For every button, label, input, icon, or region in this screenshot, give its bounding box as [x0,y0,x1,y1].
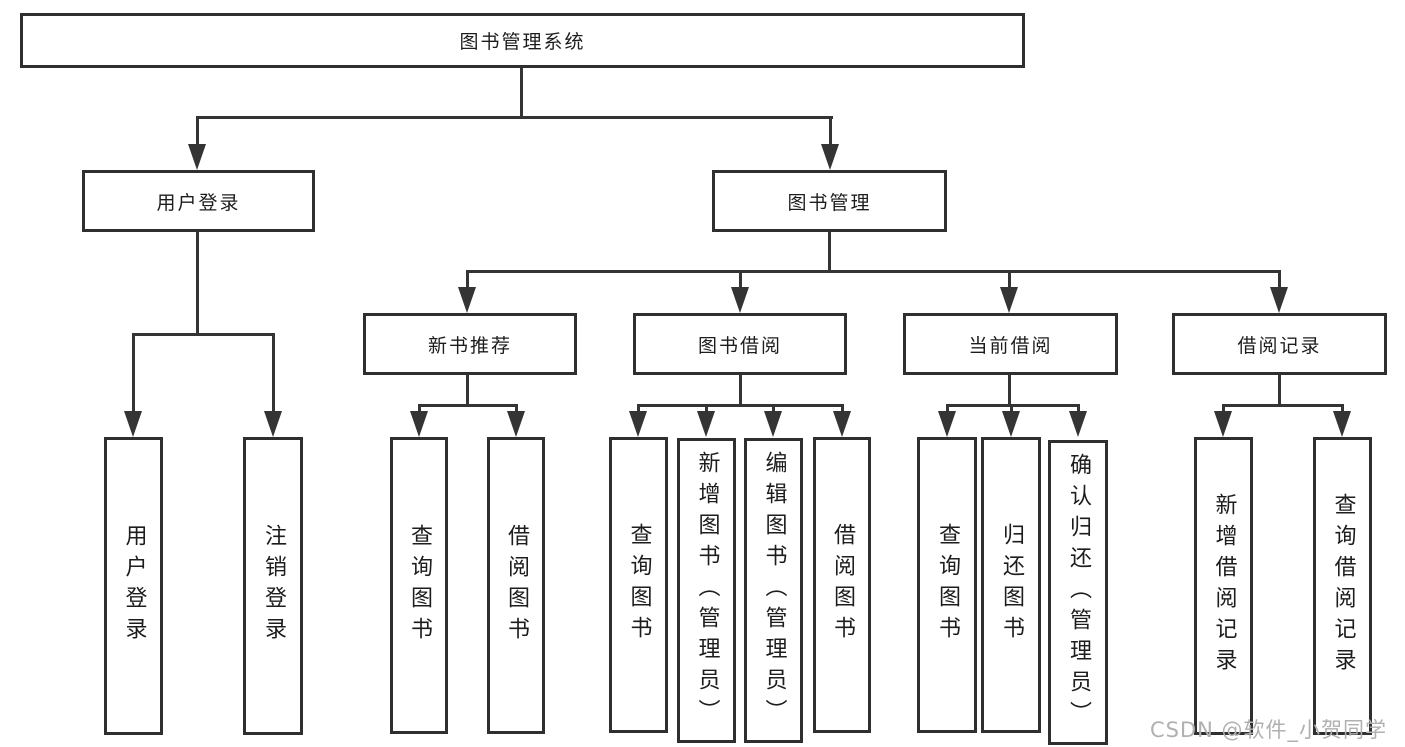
connector-root-bar [196,116,833,119]
leaf-query-borrow-record-label: 查询借阅记录 [1330,493,1356,679]
arrow-down-icon [458,287,476,313]
arrow-down-icon [264,411,282,437]
node-new-book-recommend: 新书推荐 [363,313,577,375]
leaf-current-query-books-label: 查询图书 [935,523,960,647]
arrow-down-icon [188,144,206,170]
arrow-down-icon [697,411,715,437]
leaf-logout: 注销登录 [243,437,303,735]
arrow-down-icon [507,411,525,437]
connector-branch [772,404,775,413]
node-book-borrow: 图书借阅 [633,313,847,375]
leaf-add-books-admin: 新增图书（管理员） [677,438,736,743]
connector-branch [418,404,421,413]
connector-branch [705,404,708,413]
node-book-management-label: 图书管理 [787,191,872,214]
connector-branch [1010,404,1013,413]
arrow-down-icon [764,411,782,437]
connector-book-management-stem [828,232,831,273]
connector-branch [1341,404,1344,413]
connector-branch-new-book-recommend [466,270,469,290]
node-current-borrow: 当前借阅 [903,313,1118,375]
leaf-return-books: 归还图书 [981,437,1041,733]
connector-branch [1222,404,1225,413]
leaf-borrow-borrow-books-label: 借阅图书 [830,523,855,647]
arrow-down-icon [1214,411,1232,437]
connector-branch-book-management [829,116,832,148]
leaf-recommend-query-books: 查询图书 [390,437,448,734]
leaf-recommend-query-books-label: 查询图书 [407,523,432,648]
connector-book-borrow-bar [637,404,844,407]
connector-branch [841,404,844,413]
node-user-login: 用户登录 [82,170,315,232]
node-book-management: 图书管理 [712,170,947,232]
connector-new-book-recommend-stem [466,375,469,406]
connector-branch-leaf-logout [272,333,275,413]
arrow-down-icon [410,411,428,437]
leaf-confirm-return-admin: 确认归还（管理员） [1048,440,1108,745]
arrow-down-icon [1270,287,1288,313]
leaf-return-books-label: 归还图书 [999,523,1024,647]
node-user-login-label: 用户登录 [156,191,241,214]
leaf-add-borrow-record: 新增借阅记录 [1194,437,1253,735]
leaf-current-query-books: 查询图书 [917,437,977,733]
leaf-add-books-admin-label: 新增图书（管理员） [694,451,720,730]
node-root-label: 图书管理系统 [459,31,586,53]
arrow-down-icon [1069,411,1087,437]
arrow-down-icon [938,411,956,437]
node-borrow-record: 借阅记录 [1172,313,1387,375]
connector-branch [515,404,518,413]
leaf-recommend-borrow-books: 借阅图书 [487,437,545,734]
node-borrow-record-label: 借阅记录 [1237,334,1322,357]
leaf-user-login: 用户登录 [104,437,163,735]
node-new-book-recommend-label: 新书推荐 [427,334,512,357]
node-root: 图书管理系统 [20,13,1025,68]
arrow-down-icon [1002,411,1020,437]
connector-current-borrow-bar [946,404,1080,407]
connector-branch [637,404,640,413]
node-current-borrow-label: 当前借阅 [968,334,1053,357]
arrow-down-icon [1000,287,1018,313]
leaf-logout-label: 注销登录 [261,524,286,648]
connector-branch-current-borrow [1008,270,1011,290]
arrow-down-icon [821,144,839,170]
connector-branch-user-login [196,116,199,148]
leaf-add-borrow-record-label: 新增借阅记录 [1211,493,1237,679]
connector-new-book-recommend-bar [418,404,518,407]
connector-borrow-record-bar [1222,404,1343,407]
connector-branch [946,404,949,413]
connector-book-management-bar [466,270,1281,273]
leaf-borrow-borrow-books: 借阅图书 [813,437,871,733]
leaf-query-borrow-record: 查询借阅记录 [1313,437,1372,735]
connector-user-login-stem [196,232,199,335]
connector-branch-book-borrow [739,270,742,290]
leaf-edit-books-admin: 编辑图书（管理员） [744,438,803,743]
leaf-edit-books-admin-label: 编辑图书（管理员） [761,451,787,730]
connector-root-stem [520,68,523,119]
connector-current-borrow-stem [1008,375,1011,406]
node-book-borrow-label: 图书借阅 [697,334,782,357]
leaf-confirm-return-admin-label: 确认归还（管理员） [1066,453,1091,732]
connector-branch-borrow-record [1278,270,1281,290]
connector-book-borrow-stem [739,375,742,406]
leaf-recommend-borrow-books-label: 借阅图书 [504,523,529,648]
arrow-down-icon [833,411,851,437]
arrow-down-icon [1333,411,1351,437]
connector-borrow-record-stem [1278,375,1281,406]
csdn-watermark: CSDN @软件_小贺同学 [1150,718,1388,742]
arrow-down-icon [629,411,647,437]
leaf-user-login-label: 用户登录 [121,524,147,648]
connector-user-login-bar [132,333,275,336]
arrow-down-icon [731,287,749,313]
connector-branch [1077,404,1080,413]
leaf-borrow-query-books: 查询图书 [609,437,668,733]
connector-branch-leaf-user-login [132,333,135,413]
leaf-borrow-query-books-label: 查询图书 [626,523,652,647]
arrow-down-icon [124,411,142,437]
